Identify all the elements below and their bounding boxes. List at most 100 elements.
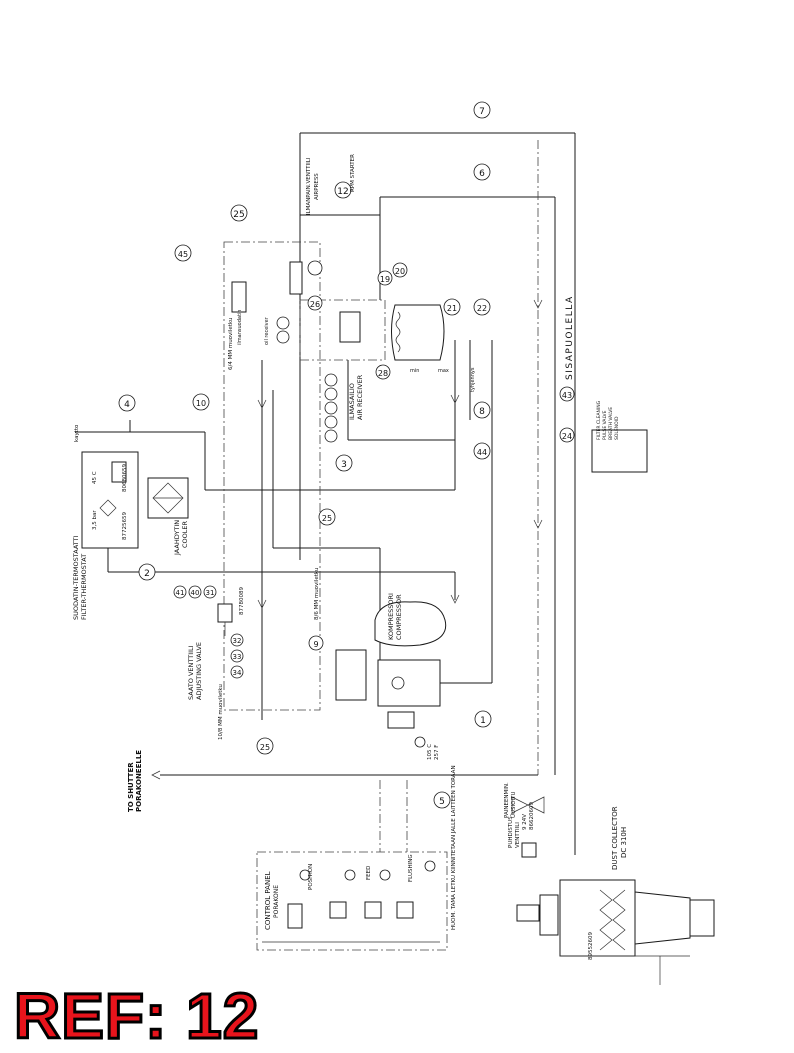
callout-8: 8 (479, 407, 485, 417)
label-solenoid: SOLENOID (614, 416, 620, 440)
callout-5: 5 (439, 797, 445, 807)
dust-pipe-valve (516, 904, 540, 922)
label-code-877: 87725659 (122, 512, 128, 540)
dust-filters (599, 889, 626, 951)
label-sisapuolella: SISAPUOLELLA (565, 295, 575, 380)
label-dust-code: 89552609 (588, 932, 594, 960)
label-to-shutter-1: TO SHUTTER (127, 762, 135, 812)
compressor-body (374, 601, 447, 647)
label-bar: 3,5 bar (92, 510, 98, 530)
cooler-diamond (152, 482, 184, 514)
purge-valve (521, 842, 537, 858)
callout-26: 26 (310, 300, 320, 309)
label-purge-3: 9 24V (522, 814, 528, 830)
callouts: 7 6 12 25 45 26 19 20 21 22 28 8 44 43 2… (118, 101, 575, 809)
compressor-gauge (391, 676, 405, 690)
label-thermostat-en: FILTER-THERMOSTAT (80, 554, 88, 620)
label-position: POSITION (308, 864, 314, 890)
callout-32: 34 (233, 669, 242, 677)
callout-1: 1 (480, 716, 486, 726)
air-receiver-tank (391, 304, 445, 361)
label-relief-2: UUSIOITU (511, 791, 517, 818)
label-max: max (438, 368, 449, 374)
label-rpm-starter: RPM STARTER (350, 154, 356, 192)
dust-cone (634, 891, 691, 945)
label-hose-64: 6/4 MM muoviletku (228, 318, 234, 370)
callout-19: 19 (380, 275, 390, 284)
callout-3: 3 (341, 460, 347, 470)
relief-valve (511, 796, 545, 814)
label-min: min (410, 368, 419, 374)
label-control-panel: CONTROL PANEL (264, 871, 272, 930)
flow-arrow-4 (450, 594, 460, 604)
label-breath-valve: BREATH VALVE (608, 407, 614, 440)
compressor-base (387, 711, 415, 729)
cp-gauge-4 (424, 860, 436, 872)
label-compressor-en: COMPRESSOR (395, 594, 403, 640)
callout-6: 6 (479, 169, 485, 179)
label-receiver-fi: ILMASAILIO (348, 383, 356, 420)
pulse-valves (539, 894, 559, 936)
ref-badge: REF: 12 (12, 980, 260, 1052)
label-purge-4: 86620609 (529, 802, 535, 830)
label-dust-model: DC 310H (620, 827, 628, 858)
callout-22: 22 (477, 304, 487, 313)
label-hose-108: 10/8 MM muoviletku (218, 684, 224, 740)
callout-21: 21 (447, 304, 457, 313)
callout-33: 40 (191, 589, 200, 597)
cp-valve-main (287, 903, 303, 929)
callout-2: 2 (144, 569, 150, 579)
flow-arrow-1 (533, 299, 543, 309)
machine-enclosure (223, 241, 321, 711)
filter-diamond (99, 499, 117, 517)
callout-28: 28 (378, 369, 388, 378)
label-airpress: AIRPRESS (314, 173, 320, 200)
label-receiver-en: AIR RECEIVER (356, 374, 364, 420)
label-oil-receiver: oil receiver (264, 316, 270, 345)
callout-25-top: 25 (233, 210, 244, 220)
dust-collector-body (559, 879, 636, 957)
callout-30: 32 (233, 637, 242, 645)
callout-25-low: 25 (260, 743, 270, 752)
callout-43: 43 (562, 391, 572, 400)
label-adjusting-en: ADJUSTING VALVE (195, 642, 203, 700)
separator-filter (339, 311, 361, 343)
cp-valve-2 (364, 901, 382, 919)
flow-arrow-3 (450, 394, 460, 404)
cp-valve-3 (396, 901, 414, 919)
cp-valve-1 (329, 901, 347, 919)
callout-24: 24 (562, 432, 572, 441)
label-pulse-valve: PULSE VALVE (602, 410, 608, 440)
cp-gauge-2 (344, 869, 356, 881)
label-tyhjennys: tyhjennys (470, 367, 476, 392)
label-filter-cleaning: FILTER CLEANING (596, 400, 602, 440)
callout-12: 12 (337, 187, 348, 197)
label-hose-note: HUOM. TAMA LETKU KIINNITETAAN JALLE LAIT… (451, 765, 457, 930)
adjusting-valve (217, 603, 233, 623)
callout-44: 44 (477, 448, 487, 457)
label-temp-105: 105 C (427, 744, 433, 760)
label-purge-2: VENTTIILI (515, 822, 521, 848)
arrow-left (151, 770, 161, 780)
receiver-enclosure (299, 299, 386, 361)
label-cooler-fi: JAAHDYTIN (173, 520, 181, 556)
callout-31: 33 (233, 653, 242, 661)
callout-29: 31 (206, 589, 215, 597)
label-adjusting-fi: SAATO VENTTIILI (187, 645, 195, 700)
compressor-block (377, 659, 441, 707)
callout-34: 41 (176, 589, 185, 597)
temp-gauge (414, 736, 426, 748)
label-ilmansuodatin: ilmansuodatin (237, 310, 243, 345)
label-hose-86: 8/6 MM muoviletku (314, 568, 320, 620)
cp-gauge-1 (299, 869, 311, 881)
cooler-thermostat-box (81, 451, 139, 549)
label-main-valve: ILMANPAIN.VENTTIILI (306, 157, 312, 215)
label-adjusting-code: 87780089 (239, 587, 245, 615)
label-dust-collector: DUST COLLECTOR (611, 806, 619, 870)
label-kaytto: kaytto (74, 424, 80, 442)
callout-10: 10 (196, 399, 206, 408)
label-temp-257: 257 F (434, 745, 440, 760)
thermostat-valve (111, 461, 127, 483)
label-thermostat-fi: SUODATIN-TERMOSTAATTI (72, 535, 80, 620)
